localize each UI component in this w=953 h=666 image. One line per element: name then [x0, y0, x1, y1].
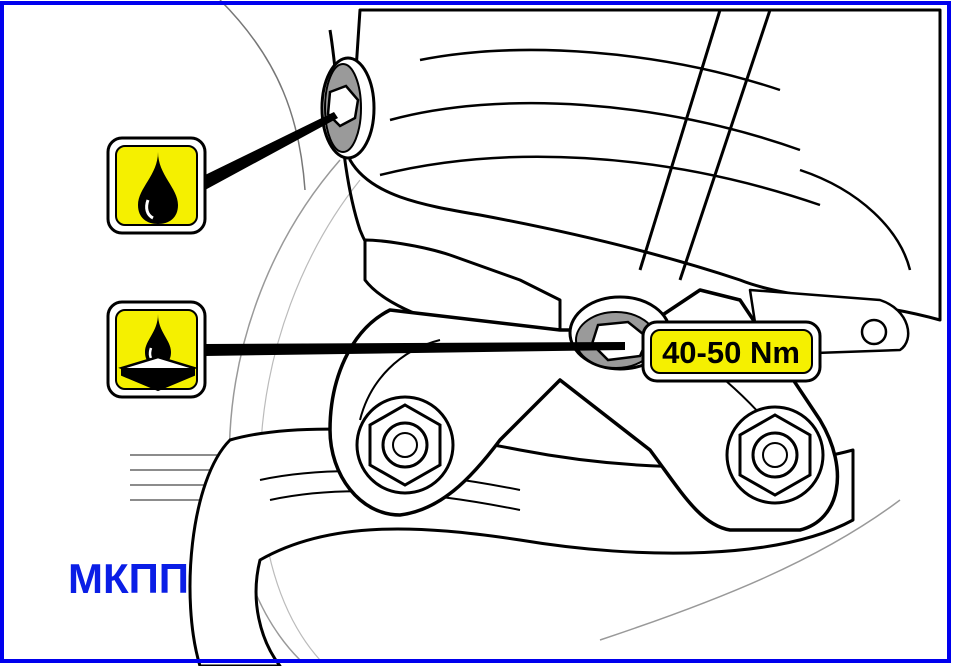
oil-drain-pan-icon — [106, 300, 207, 399]
oil-drop-icon — [106, 136, 207, 235]
mount-bolt-left — [355, 395, 455, 495]
torque-value: 40-50 Nm — [662, 335, 800, 370]
leader-lines — [205, 112, 625, 356]
torque-badge: 40-50 Nm — [641, 320, 822, 383]
drain-plug — [568, 295, 672, 371]
fill-plug — [320, 56, 376, 160]
transmission-type-label: МКПП — [68, 555, 189, 602]
mount-bolt-right — [725, 405, 825, 505]
gearbox-housing — [130, 0, 942, 666]
